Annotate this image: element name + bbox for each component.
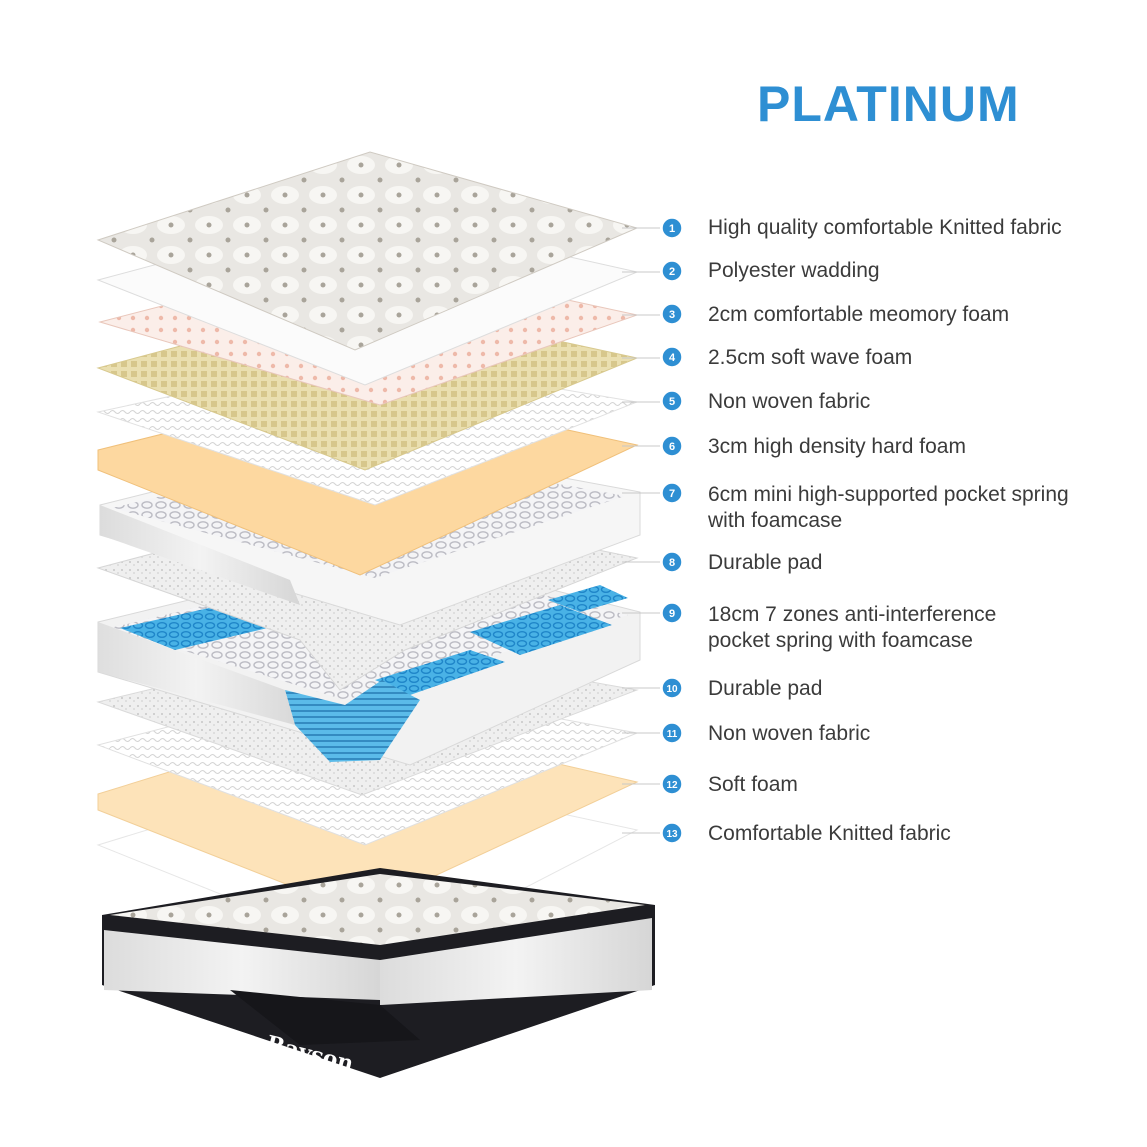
layer-label-line: 2.5cm soft wave foam (708, 346, 913, 369)
layer-label-line: Durable pad (708, 551, 823, 574)
layer-number: 1 (669, 223, 675, 235)
layer-label-line: Soft foam (708, 773, 798, 796)
layer-label-line: pocket spring with foamcase (708, 629, 973, 652)
layer-label-line: Polyester wadding (708, 259, 880, 282)
layer-number: 3 (669, 309, 675, 321)
layer-label-line: 2cm comfortable meomory foam (708, 303, 1010, 326)
layer-number-badge: 12 (661, 773, 683, 795)
layer-number: 13 (666, 829, 678, 840)
page-title: PLATINUM (757, 76, 1020, 132)
layer-number-badge: 2 (661, 260, 683, 282)
layer-number-badge: 4 (661, 346, 683, 368)
layer-label-line: 3cm high density hard foam (708, 435, 966, 458)
layer-number-badge: 3 (661, 303, 683, 325)
layer-number: 12 (666, 780, 678, 791)
layer-label: Durable pad (708, 676, 822, 702)
layer-label: 3cm high density hard foam (708, 434, 966, 460)
layer-label-line: with foamcase (708, 509, 843, 532)
layer-number: 4 (669, 352, 676, 364)
layer-number: 2 (669, 266, 675, 278)
layer-number-badge: 1 (661, 217, 683, 239)
layer-number-badge: 13 (661, 822, 683, 844)
layer-label: 2.5cm soft wave foam (708, 345, 912, 371)
layer-label-line: High quality comfortable Knitted fabric (708, 216, 1062, 239)
layer-label: Non woven fabric (708, 721, 870, 747)
layer-number-badge: 7 (661, 482, 683, 504)
layer-number: 8 (669, 557, 675, 569)
layer-label-line: Non woven fabric (708, 390, 871, 413)
callout-lines (622, 227, 660, 834)
layer-number: 10 (666, 684, 678, 695)
layer-number-badge: 8 (661, 551, 683, 573)
layer-label-line: Comfortable Knitted fabric (708, 822, 951, 845)
layer-label: 2cm comfortable meomory foam (708, 302, 1009, 328)
layer-number: 9 (669, 608, 675, 620)
layer-number-badge: 11 (661, 722, 683, 744)
layer-label: Soft foam (708, 772, 798, 798)
layer-number: 5 (669, 396, 675, 408)
complete-mattress: Rayson (102, 868, 655, 1078)
layer-number-badge: 10 (661, 677, 683, 699)
layer-label: High quality comfortable Knitted fabric (708, 215, 1062, 241)
layer-number: 11 (667, 729, 678, 740)
layer-label: Comfortable Knitted fabric (708, 821, 951, 847)
layer-label-line: Durable pad (708, 677, 823, 700)
layer-label: Non woven fabric (708, 389, 870, 415)
layer-label: 6cm mini high-supported pocket spring wit… (708, 482, 1069, 534)
layer-label-line: 6cm mini high-supported pocket spring (708, 483, 1069, 506)
layer-label-line: Non woven fabric (708, 722, 871, 745)
layer-label: Durable pad (708, 550, 822, 576)
layer-label: 18cm 7 zones anti-interference pocket spr… (708, 602, 996, 654)
layer-number: 7 (669, 488, 675, 500)
layer-number-badge: 6 (661, 435, 683, 457)
layer-number-badge: 5 (661, 390, 683, 412)
layer-label: Polyester wadding (708, 258, 880, 284)
layer-label-line: 18cm 7 zones anti-interference (708, 603, 997, 626)
layer-number: 6 (669, 441, 675, 453)
layer-number-badge: 9 (661, 602, 683, 624)
